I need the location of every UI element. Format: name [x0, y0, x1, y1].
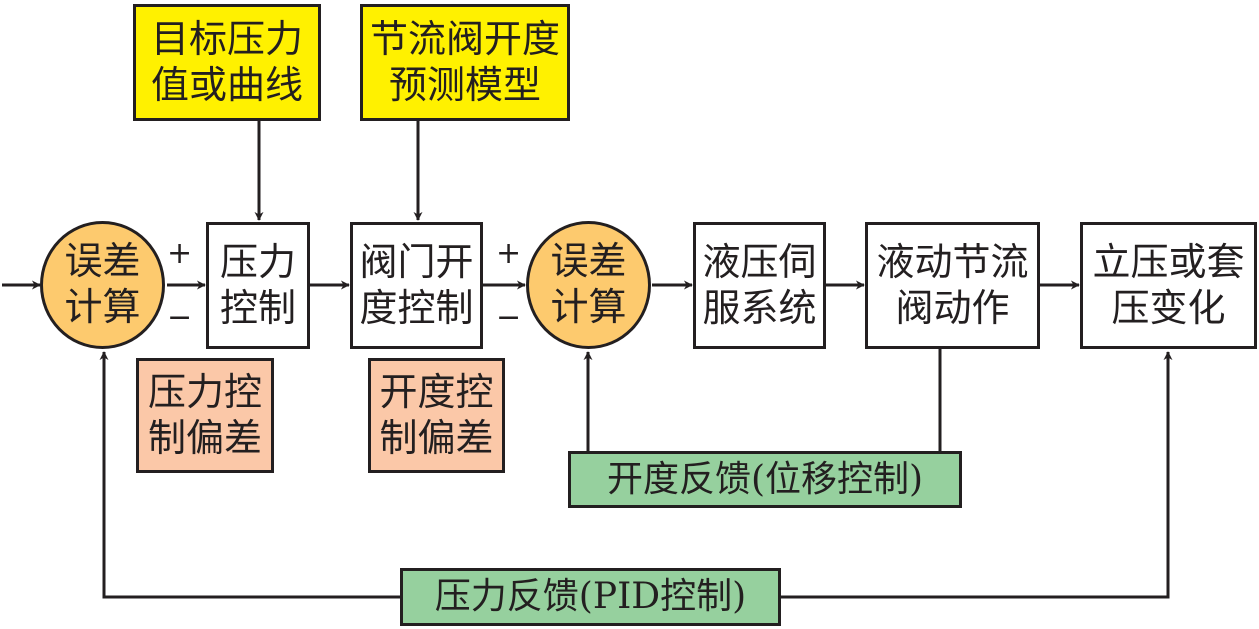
target-pressure-label: 目标压力 值或曲线: [150, 16, 303, 107]
valve-opening-control-label: 阀门开 度控制: [359, 239, 474, 330]
minus-sign-2: −: [496, 300, 522, 335]
opening-deviation-box: 开度控 制偏差: [368, 358, 505, 473]
error-calc-1-label: 误差 计算: [64, 239, 141, 329]
pressure-change-box: 立压或套 压变化: [1080, 222, 1257, 349]
error-calc-2-label: 误差 计算: [550, 239, 627, 329]
pressure-deviation-label: 压力控 制偏差: [147, 369, 262, 460]
hydraulic-servo-box: 液压伺 服系统: [693, 222, 826, 349]
opening-feedback-label: 开度反馈(位移控制): [606, 458, 924, 500]
hydraulic-servo-label: 液压伺 服系统: [702, 239, 817, 330]
opening-deviation-label: 开度控 制偏差: [379, 369, 494, 460]
error-calc-node-2: 误差 计算: [526, 221, 651, 349]
target-pressure-box: 目标压力 值或曲线: [133, 4, 321, 121]
minus-sign-1: −: [167, 300, 193, 335]
pressure-feedback-line-right: [780, 351, 1173, 599]
valve-opening-control-box: 阀门开 度控制: [350, 222, 483, 349]
pressure-change-label: 立压或套 压变化: [1092, 239, 1245, 330]
valve-model-box: 节流阀开度 预测模型: [360, 4, 570, 121]
plus-sign-1: +: [167, 236, 193, 271]
opening-feedback-box: 开度反馈(位移控制): [568, 451, 962, 508]
pressure-control-box: 压力 控制: [206, 222, 310, 349]
throttle-action-box: 液动节流 阀动作: [865, 222, 1040, 349]
error-calc-node-1: 误差 计算: [40, 221, 165, 349]
throttle-action-label: 液动节流 阀动作: [876, 239, 1029, 330]
pressure-feedback-label: 压力反馈(PID控制): [434, 576, 747, 618]
pressure-feedback-box: 压力反馈(PID控制): [400, 568, 781, 626]
valve-model-label: 节流阀开度 预测模型: [369, 16, 560, 107]
plus-sign-2: +: [496, 236, 522, 271]
pressure-control-label: 压力 控制: [219, 239, 296, 330]
pressure-deviation-box: 压力控 制偏差: [136, 358, 274, 473]
